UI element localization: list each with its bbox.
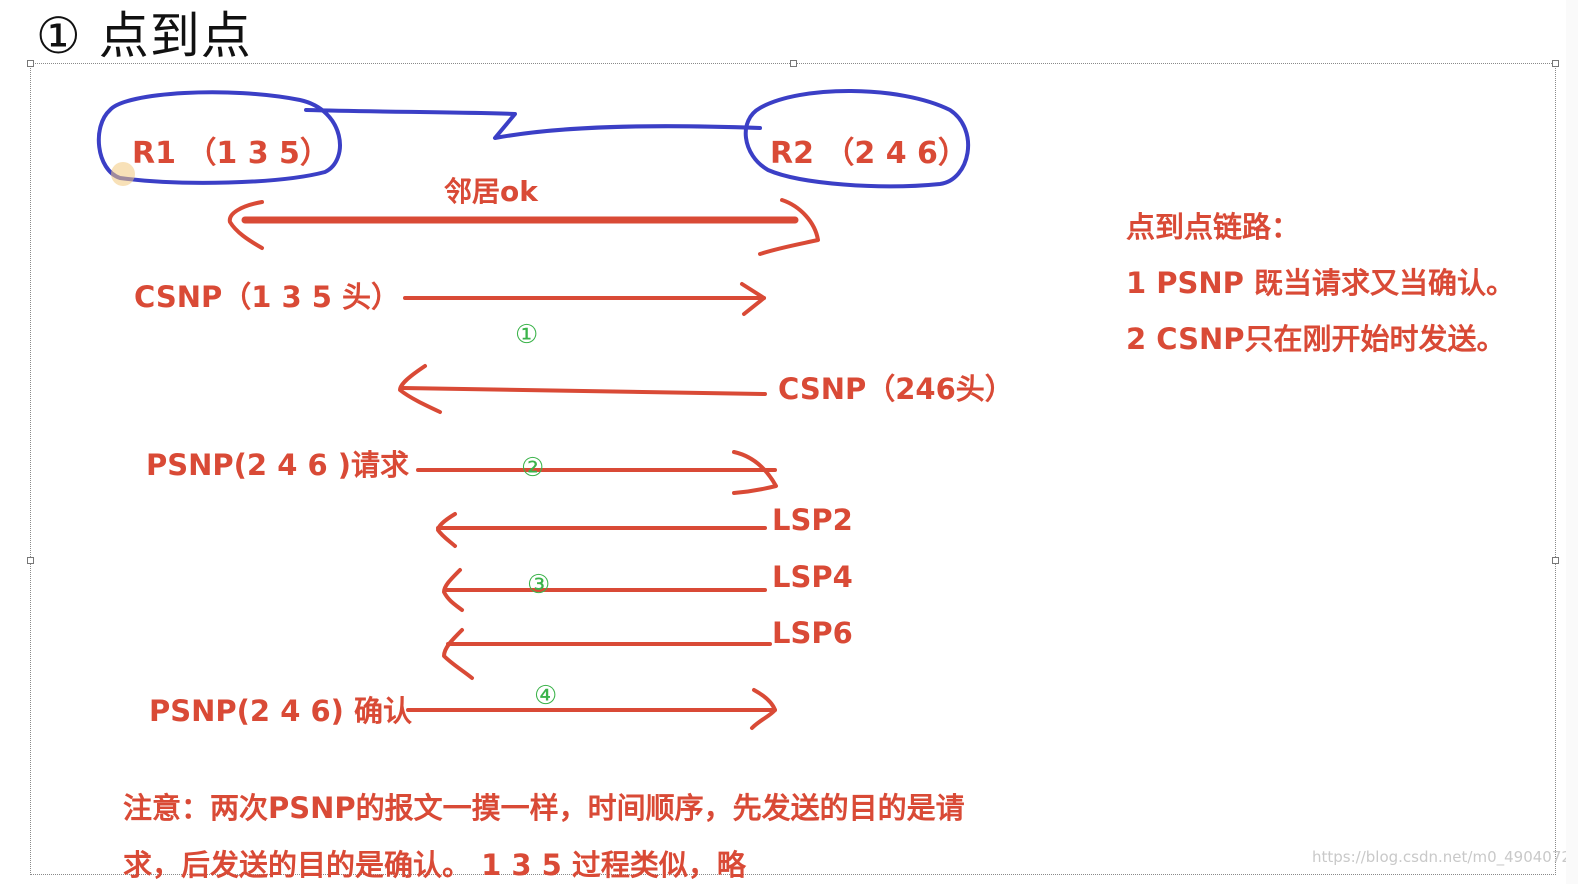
psnp-ack-label: PSNP(2 4 6) 确认 [149, 694, 412, 728]
step-marker-1: ① [515, 320, 539, 350]
r2-outline [743, 89, 970, 189]
watermark: https://blog.csdn.net/m0_49040726 [1312, 848, 1578, 866]
step-marker-4: ④ [534, 681, 558, 711]
csnp-r1-label: CSNP（1 3 5 头） [134, 280, 401, 314]
arrowhead-lsp2 [436, 512, 457, 548]
csnp-r2-label: CSNP（246头） [778, 372, 1014, 406]
arrowhead-csnp-r1 [740, 282, 766, 316]
step-marker-3: ③ [527, 570, 551, 600]
r1-label: R1 （1 3 5） [132, 136, 330, 171]
arrowhead-lsp4 [442, 568, 464, 612]
arrowhead-csnp-r2 [398, 364, 442, 414]
notes-heading: 点到点链路： [1126, 210, 1301, 244]
resize-handle-top-left[interactable] [27, 60, 34, 67]
neighbor-label: 邻居ok [444, 175, 538, 208]
step-marker-2: ② [521, 453, 545, 483]
neighbor-arrowhead-right [758, 198, 820, 256]
resize-handle-middle-left[interactable] [27, 557, 34, 564]
footer-note-line-1: 注意：两次PSNP的报文一摸一样，时间顺序，先发送的目的是请 [123, 791, 965, 825]
footer-note-line-2: 求，后发送的目的是确认。 1 3 5 过程类似，略 [123, 848, 746, 882]
arrowhead-psnp-request [732, 450, 778, 495]
notes-line-1: 1 PSNP 既当请求又当确认。 [1126, 266, 1516, 300]
resize-handle-top-right[interactable] [1552, 60, 1559, 67]
page-title: ① 点到点 [36, 7, 252, 65]
cursor-highlight [111, 162, 135, 186]
lsp4-label: LSP4 [772, 560, 853, 594]
notes-line-2: 2 CSNP只在刚开始时发送。 [1126, 322, 1506, 356]
resize-handle-top-center[interactable] [790, 60, 797, 67]
link-line [304, 108, 762, 140]
slide-frame [27, 60, 1559, 875]
lsp2-label: LSP2 [772, 503, 853, 537]
arrow-csnp-r2 [401, 386, 767, 396]
resize-handle-middle-right[interactable] [1552, 557, 1559, 564]
r2-label: R2 （2 4 6） [770, 136, 968, 171]
neighbor-arrowhead-left [227, 200, 264, 250]
arrowhead-psnp-ack [750, 688, 777, 730]
psnp-request-label: PSNP(2 4 6 )请求 [146, 448, 409, 482]
right-scrollbar[interactable] [1566, 0, 1578, 884]
lsp6-label: LSP6 [772, 616, 853, 650]
arrowhead-lsp6 [442, 628, 474, 680]
